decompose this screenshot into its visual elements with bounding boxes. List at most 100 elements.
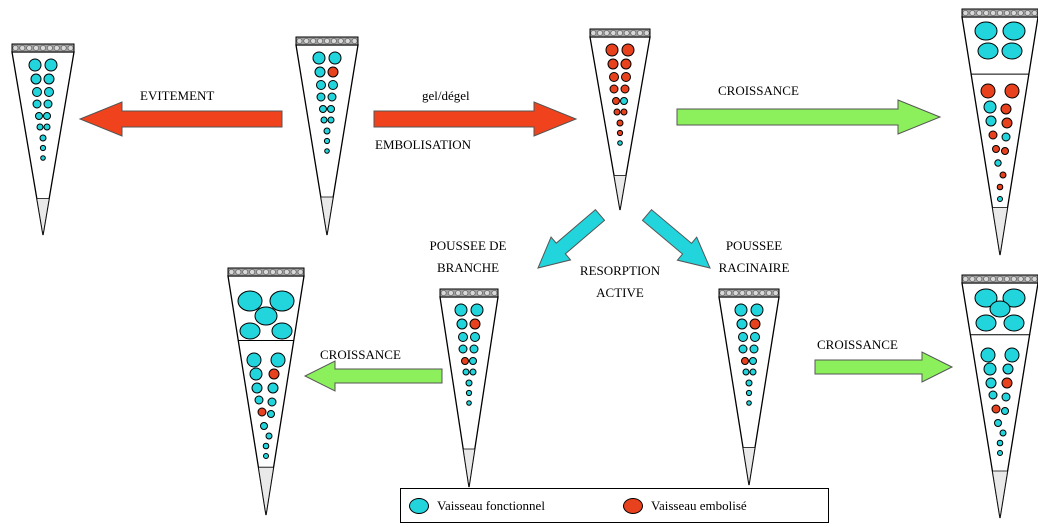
functional-vessel — [239, 322, 261, 340]
functional-vessel — [456, 318, 468, 330]
bark-bead — [1031, 10, 1038, 16]
cone-racinaire-croissance — [961, 274, 1038, 519]
bark-bead — [1031, 276, 1038, 282]
bark-bead — [242, 269, 249, 275]
embolized-vessel — [988, 130, 998, 140]
bark-bead — [1017, 10, 1024, 16]
arrow-croissance-right — [814, 351, 954, 383]
functional-vessel — [35, 112, 43, 120]
functional-vessel — [249, 367, 263, 381]
bark-bead — [962, 276, 969, 282]
functional-vessel — [750, 332, 760, 342]
functional-vessel — [1001, 407, 1009, 415]
functional-vessel — [994, 159, 1002, 167]
functional-vessel — [465, 379, 473, 387]
embolized-vessel — [613, 108, 621, 116]
functional-vessel — [40, 155, 46, 161]
bark-bead — [1004, 10, 1010, 16]
embolized-vessel — [607, 58, 619, 70]
label-poussee-racinaire-line1: POUSSEE — [725, 238, 783, 253]
embolized-vessel — [257, 407, 267, 417]
functional-vessel — [263, 453, 269, 459]
bark-bead — [440, 290, 447, 296]
arrow-evitement — [78, 101, 283, 137]
bark-bead — [732, 290, 739, 296]
functional-vessel — [749, 344, 759, 354]
bark-bead — [603, 30, 610, 36]
functional-vessel — [36, 123, 44, 131]
functional-vessel — [328, 51, 342, 65]
legend-item-functional: Vaisseau fonctionnel — [409, 495, 545, 517]
functional-vessel — [469, 344, 479, 354]
functional-vessel — [251, 382, 263, 394]
functional-vessel — [734, 303, 748, 317]
cone-poussee-racinaire — [718, 288, 780, 486]
bark-bead — [990, 10, 996, 16]
bark-bead — [610, 30, 617, 36]
bark-bead — [1010, 10, 1017, 16]
bark-bead — [759, 290, 766, 296]
functional-vessel — [43, 123, 51, 131]
embolized-vessel-swatch — [623, 498, 643, 514]
functional-vessel — [43, 112, 51, 120]
functional-vessel — [989, 300, 1011, 318]
pith-zone — [991, 470, 1009, 518]
bark-bead — [228, 269, 235, 275]
functional-vessel — [454, 303, 468, 317]
functional-vessel — [738, 332, 748, 342]
cone-branche-croissance — [227, 267, 305, 516]
functional-vessel — [462, 368, 470, 376]
functional-vessel — [270, 352, 286, 368]
functional-vessel — [314, 66, 326, 78]
functional-vessel — [974, 288, 998, 308]
label-croissance-right: CROISSANCE — [817, 337, 898, 352]
functional-vessel — [736, 318, 748, 330]
embolized-vessel — [749, 318, 761, 330]
cone-initial — [295, 36, 359, 236]
pith-zone — [257, 466, 275, 515]
functional-vessel — [267, 382, 279, 394]
functional-vessel — [267, 397, 277, 407]
bark-bead — [330, 38, 337, 44]
functional-vessel — [975, 314, 997, 332]
functional-vessel — [749, 357, 757, 365]
bark-bead — [983, 10, 990, 16]
functional-vessel — [237, 290, 263, 312]
bark-bead — [1017, 276, 1024, 282]
bark-bead — [60, 45, 67, 51]
functional-vessel — [254, 306, 278, 326]
functional-vessel — [1001, 132, 1011, 142]
bark-bead — [351, 38, 358, 44]
pith-zone — [36, 197, 50, 235]
bark-bead — [270, 269, 276, 275]
bark-bead — [484, 290, 491, 296]
embolized-vessel — [996, 183, 1004, 191]
arrow-poussee-branche — [537, 208, 606, 269]
functional-vessel — [738, 344, 748, 354]
bark-bead — [12, 45, 19, 51]
embolized-vessel — [1004, 83, 1020, 99]
functional-vessel — [269, 290, 295, 312]
functional-vessel — [262, 442, 270, 450]
bark-bead — [53, 45, 60, 51]
functional-vessel — [746, 400, 752, 406]
functional-vessel — [39, 134, 47, 142]
embolized-vessel — [741, 357, 749, 365]
embolized-vessel — [980, 83, 996, 99]
functional-vessel — [745, 379, 753, 387]
functional-vessel — [44, 58, 58, 72]
functional-vessel — [323, 127, 331, 135]
functional-vessel — [1001, 392, 1011, 402]
bark-bead — [1024, 10, 1031, 16]
functional-vessel — [319, 105, 327, 113]
bark-bead — [766, 290, 772, 296]
functional-vessel — [742, 368, 750, 376]
functional-vessel — [994, 419, 1002, 427]
functional-vessel-swatch — [409, 498, 429, 514]
functional-vessel — [265, 432, 273, 440]
functional-vessel — [324, 148, 330, 154]
functional-vessel — [1002, 21, 1026, 41]
cone-poussee-branche — [439, 288, 499, 488]
bark-bead — [46, 45, 53, 51]
